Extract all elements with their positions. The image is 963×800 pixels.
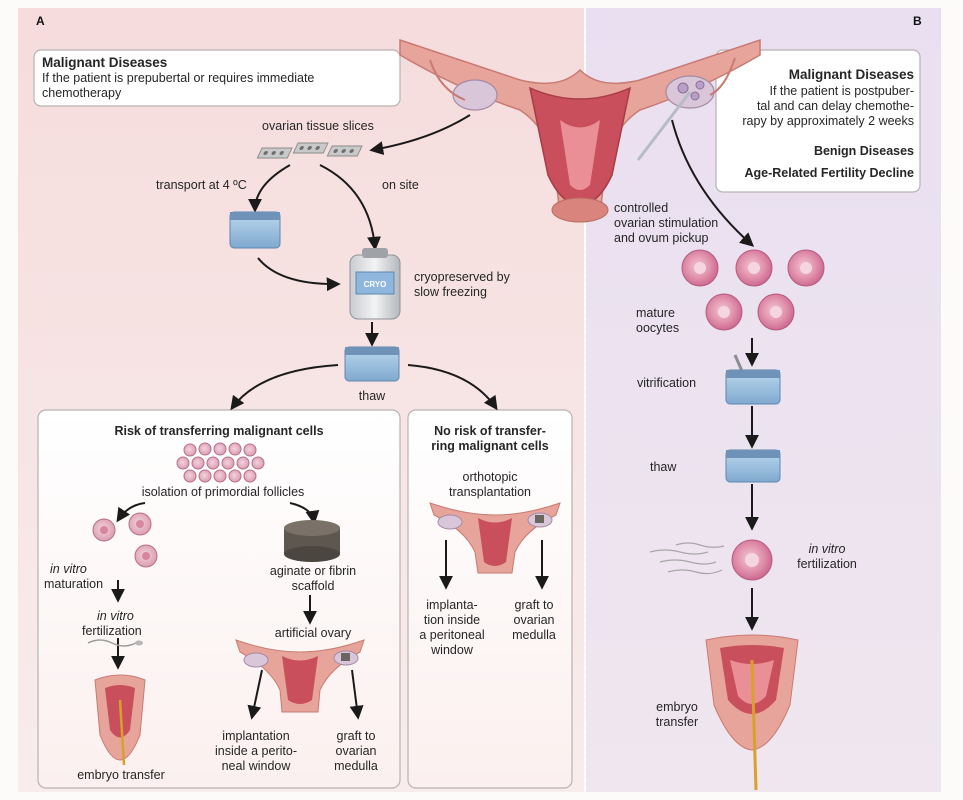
cryo-label: CRYO (363, 280, 387, 289)
label-graft-a: graft to ovarian medulla (334, 729, 378, 773)
label-vitrification: vitrification (637, 376, 697, 390)
risk-box-title: Risk of transferring malignant cells (114, 424, 324, 438)
box-b-title: Malignant Diseases (788, 67, 914, 82)
label-in-vitro-fertilization-italic: in vitro (97, 609, 134, 623)
label-transport: transport at 4 ºC (156, 178, 247, 192)
box-b-subtitle: If the patient is postpuber- tal and can… (742, 84, 914, 128)
label-mature-oocytes: mature oocytes (636, 306, 680, 335)
box-malignant-b (715, 49, 921, 193)
panel-a-arrows (111, 114, 549, 720)
label-artificial-ovary: artificial ovary (274, 626, 352, 640)
label-cryopreserved: cryopreserved by slow freezing (414, 270, 510, 299)
uterus-top-illustration (399, 38, 761, 223)
mature-oocytes (681, 249, 825, 331)
uterus-orthotopic (429, 502, 561, 574)
label-fertilization-a: fertilization (82, 624, 142, 638)
box-malignant-a (33, 49, 401, 107)
maturing-follicles (92, 512, 158, 568)
label-isolation: isolation of primordial follicles (141, 485, 305, 499)
label-thaw-a: thaw (358, 389, 386, 403)
box-a-subtitle: If the patient is prepubertal or require… (42, 71, 315, 100)
label-ovarian-tissue-slices: ovarian tissue slices (262, 119, 374, 133)
thaw-container-b (725, 449, 781, 483)
label-on-site: on site (382, 178, 419, 192)
uterus-artificial-ovary (235, 639, 365, 713)
panel-label-b: B (913, 14, 922, 28)
box-b-benign: Benign Diseases (813, 144, 914, 158)
sperm-a (87, 639, 137, 647)
transport-container (229, 211, 281, 249)
label-in-vitro-maturation-italic: in vitro (50, 562, 87, 576)
label-implantation-b: implanta- tion inside a peritoneal windo… (419, 598, 485, 657)
label-scaffold: aginate or fibrin scaffold (269, 564, 357, 593)
label-thaw-b: thaw (650, 460, 677, 474)
label-embryo-transfer-a: embryo transfer (77, 768, 165, 782)
primordial-follicles (176, 442, 265, 483)
panel-b-arrows (671, 119, 759, 631)
uterus-embryo-transfer-a (94, 674, 146, 766)
tissue-slices (256, 142, 363, 159)
vitrification-container (725, 354, 781, 405)
scaffold (284, 520, 340, 562)
panel-label-a: A (36, 14, 45, 28)
box-b-age: Age-Related Fertility Decline (744, 166, 915, 180)
uterus-embryo-transfer-b (705, 634, 799, 791)
label-graft-b: graft to ovarian medulla (512, 598, 556, 642)
cryo-dewar (349, 248, 401, 320)
sperm-head-a (135, 640, 143, 646)
label-maturation: maturation (44, 577, 104, 591)
label-embryo-transfer-b: embryo transfer (655, 700, 699, 729)
fertilization-oocyte (649, 539, 773, 581)
label-fertilization-b: fertilization (797, 557, 857, 571)
label-orthotopic: orthotopic transplantation (448, 470, 531, 499)
thaw-container-a (344, 346, 400, 382)
no-risk-box-title: No risk of transfer- ring malignant cell… (431, 424, 549, 453)
label-implantation-a: implantation inside a perito- neal windo… (215, 729, 297, 773)
box-a-title: Malignant Diseases (42, 55, 168, 70)
label-stimulation: controlled ovarian stimulation and ovum … (614, 201, 719, 245)
label-in-vitro-b-italic: in vitro (808, 542, 846, 556)
